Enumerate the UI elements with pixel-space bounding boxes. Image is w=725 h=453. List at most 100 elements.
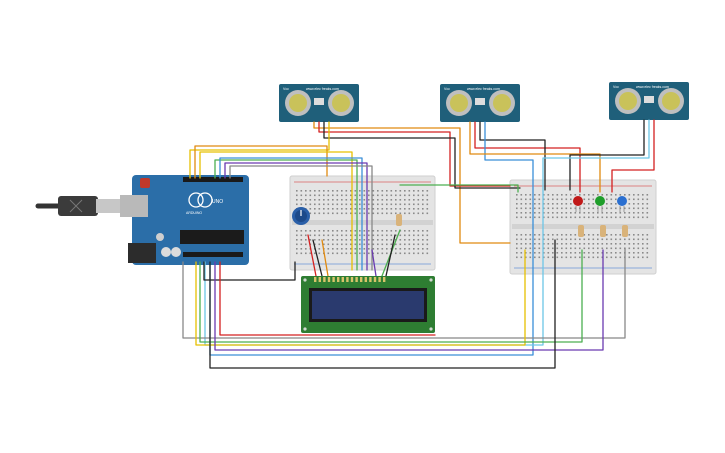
breadboard-hole [404, 234, 406, 237]
led-blue[interactable] [617, 196, 627, 212]
breadboard-hole [597, 216, 599, 219]
breadboard-hole [404, 243, 406, 246]
usb-cable [35, 196, 122, 216]
breadboard-hole [422, 230, 424, 232]
breadboard-hole [543, 212, 545, 214]
breadboard-hole [579, 216, 581, 219]
breadboard-hole [368, 194, 370, 197]
breadboard-hole [305, 252, 307, 255]
breadboard-hole [372, 212, 375, 215]
breadboard-hole [422, 190, 424, 192]
ultrasonic-sensor-1[interactable]: Vcc www.elec freaks.com [279, 84, 359, 122]
lcd-pin [346, 277, 349, 282]
breadboard-hole [624, 238, 626, 241]
breadboard-hole [583, 212, 586, 214]
breadboard-hole [341, 239, 343, 241]
breadboard-hole [525, 243, 527, 245]
breadboard-hole [592, 252, 595, 254]
breadboard-hole [336, 243, 339, 246]
breadboard-hole [606, 234, 608, 236]
breadboard-hole [516, 234, 518, 236]
breadboard-hole [552, 256, 554, 259]
breadboard-hole [637, 216, 640, 219]
breadboard-hole [323, 230, 325, 232]
breadboard-hole [377, 252, 379, 255]
breadboard-hole [413, 203, 415, 206]
breadboard-hole [395, 243, 397, 246]
breadboard-hole [300, 190, 303, 192]
breadboard-hole [538, 203, 541, 205]
breadboard-hole [422, 208, 424, 210]
breadboard-hole [529, 216, 532, 219]
breadboard-hole [525, 194, 527, 196]
breadboard-hole [314, 190, 316, 192]
breadboard-hole [543, 207, 545, 210]
breadboard-hole [395, 252, 397, 255]
breadboard-hole [552, 238, 554, 241]
breadboard-hole [417, 208, 420, 210]
breadboard-hole [417, 212, 420, 215]
breadboard-hole [615, 234, 617, 236]
breadboard-hole [601, 243, 604, 245]
breadboard-hole [359, 234, 361, 237]
breadboard-hole [592, 203, 595, 205]
potentiometer[interactable] [292, 207, 310, 225]
breadboard-hole [547, 207, 550, 210]
breadboard-hole [570, 198, 572, 201]
breadboard-hole [516, 243, 518, 245]
breadboard-hole [363, 248, 366, 250]
breadboard-hole [646, 203, 649, 205]
breadboard-hole [588, 203, 590, 205]
breadboard-hole [390, 230, 393, 232]
breadboard-hole [350, 230, 352, 232]
breadboard-hole [372, 208, 375, 210]
breadboard-hole [386, 212, 388, 215]
breadboard-hole [417, 230, 420, 232]
breadboard-hole [592, 207, 595, 210]
lcd-pin [327, 277, 331, 282]
breadboard-hole [300, 203, 303, 206]
breadboard-hole [386, 194, 388, 197]
breadboard-hole [565, 243, 568, 245]
breadboard-hole [386, 208, 388, 210]
breadboard-hole [381, 194, 384, 197]
breadboard-hole [368, 203, 370, 206]
breadboard-hole [408, 248, 411, 250]
breadboard-hole [422, 203, 424, 206]
breadboard-hole [574, 207, 577, 210]
breadboard-hole [336, 212, 339, 215]
breadboard-hole [300, 239, 303, 241]
breadboard-hole [359, 199, 361, 201]
breadboard-hole [588, 198, 590, 201]
breadboard-hole [552, 198, 554, 201]
breadboard-hole [570, 207, 572, 210]
ultrasonic-sensor-2[interactable]: Vcc www.elec freaks.com [440, 84, 520, 122]
breadboard-hole [296, 199, 298, 201]
ultrasonic-sensor-3[interactable]: Vcc www.elec freaks.com [609, 82, 689, 120]
breadboard-hole [628, 212, 631, 214]
breadboard-hole [422, 234, 424, 237]
breadboard-hole [336, 208, 339, 210]
breadboard-hole [601, 238, 604, 241]
svg-text:Vcc: Vcc [283, 87, 289, 91]
breadboard-hole [377, 208, 379, 210]
arduino-uno-board[interactable]: UNO ARDUINO [120, 175, 249, 265]
lcd-display[interactable] [301, 276, 435, 333]
breadboard-hole [350, 212, 352, 215]
breadboard-hole [534, 216, 536, 219]
breadboard-hole [422, 248, 424, 250]
breadboard-hole [372, 199, 375, 201]
breadboard-hole [377, 199, 379, 201]
breadboard-hole [381, 212, 384, 215]
breadboard-hole [543, 216, 545, 219]
breadboard-hole [520, 212, 523, 214]
breadboard-hole [318, 239, 321, 241]
breadboard-hole [323, 212, 325, 215]
breadboard-hole [520, 207, 523, 210]
breadboard-hole [350, 194, 352, 197]
reset-button[interactable] [140, 178, 150, 188]
led-red[interactable] [573, 196, 583, 212]
breadboard-hole [345, 199, 348, 201]
led-green[interactable] [595, 196, 605, 212]
breadboard-hole [323, 203, 325, 206]
